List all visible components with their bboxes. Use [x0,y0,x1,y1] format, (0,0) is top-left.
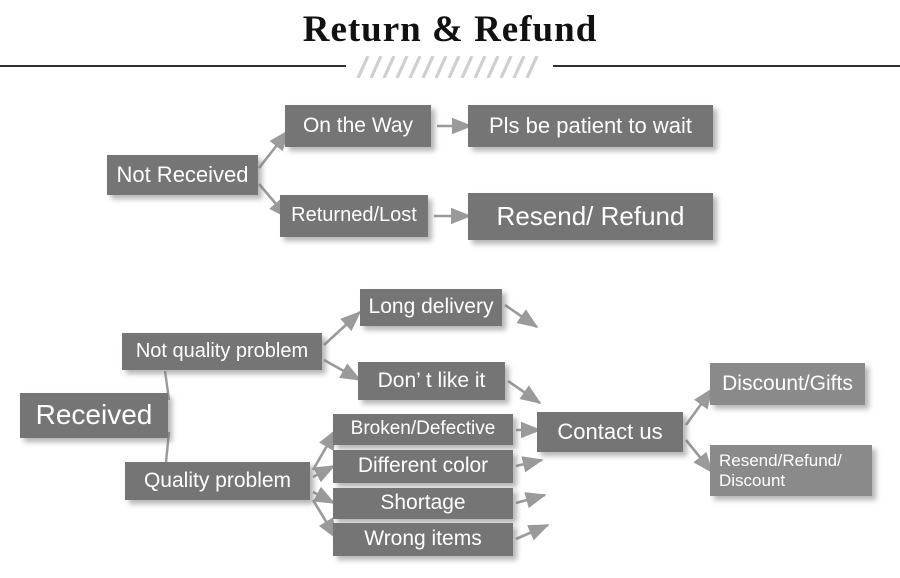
arrow-differentcolor-contact [515,456,544,473]
divider-rule-left [0,65,346,67]
arrow-quality-wrongitems [311,499,338,540]
node-not-received[interactable]: Not Received [107,155,258,195]
arrow-contact-discountgifts [684,387,714,426]
node-returned-lost[interactable]: Returned/Lost [280,195,428,237]
node-label: Received [35,399,153,431]
node-label: Different color [357,454,489,478]
node-shortage[interactable]: Shortage [333,488,513,519]
diagonal-hatch-divider-icon [356,56,539,78]
divider-rule-right [553,65,900,67]
arrow-quality-differentcolor [312,464,336,483]
header-divider [0,56,900,78]
node-label: On the Way [302,113,414,137]
arrow-quality-shortage [312,486,336,505]
node-label: Not Received [116,162,249,188]
node-label: Discount/Gifts [722,371,853,395]
arrow-quality-broken [311,428,338,471]
node-different-color[interactable]: Different color [333,450,513,483]
node-label: Quality problem [143,468,292,492]
node-label: Broken/Defective [350,418,496,440]
node-resend-refund-discount[interactable]: Resend/Refund/ Discount [710,445,872,496]
node-label: Resend/Refund/ Discount [719,451,842,490]
node-not-quality-problem[interactable]: Not quality problem [122,333,322,370]
arrow-shortage-contact [515,492,547,509]
node-label: Contact us [557,419,663,445]
arrow-notquality-longdelivery [323,310,362,346]
node-label: Long delivery [368,295,494,319]
node-label: Not quality problem [135,339,309,362]
node-resend-refund[interactable]: Resend/ Refund [468,193,713,240]
node-on-the-way[interactable]: On the Way [285,105,431,147]
node-label: Pls be patient to wait [488,113,692,139]
node-dont-like-it[interactable]: Don’ t like it [358,362,505,400]
connector-received-notquality [163,370,171,401]
node-label: Shortage [380,491,466,515]
node-label: Wrong items [364,527,482,551]
node-contact-us[interactable]: Contact us [537,412,683,452]
arrow-longdelivery-contact [504,303,539,329]
node-long-delivery[interactable]: Long delivery [360,289,502,326]
node-wrong-items[interactable]: Wrong items [333,523,513,556]
node-quality-problem[interactable]: Quality problem [125,462,310,500]
node-broken-defective[interactable]: Broken/Defective [333,414,513,445]
arrow-wrongitems-contact [515,523,550,541]
node-label: Returned/Lost [291,204,417,227]
node-pls-be-patient-to-wait[interactable]: Pls be patient to wait [468,105,713,147]
connector-received-quality [164,431,171,463]
node-label: Don’ t like it [377,368,486,392]
node-label: Resend/ Refund [496,201,685,232]
node-discount-gifts[interactable]: Discount/Gifts [710,363,865,405]
arrow-dontlike-contact [507,379,542,405]
arrow-contact-resendrefund [684,439,714,474]
page-title: Return & Refund [302,9,598,50]
arrow-notreceived-ontheway [257,129,290,169]
node-received[interactable]: Received [20,393,168,438]
arrow-notquality-dontlike [323,358,362,382]
